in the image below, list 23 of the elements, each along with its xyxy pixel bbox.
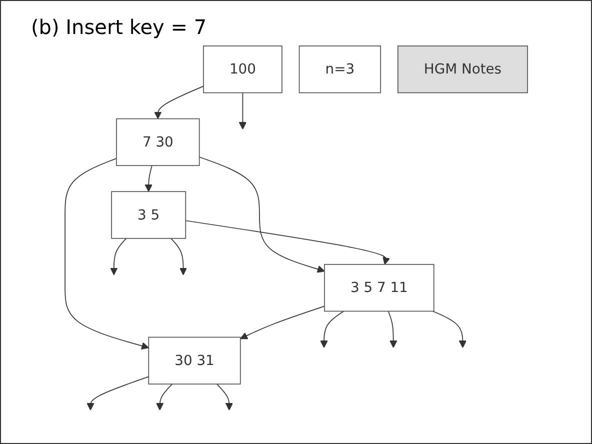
- node-box: 7 30: [116, 118, 200, 166]
- slide-title: (b) Insert key = 7: [31, 15, 208, 39]
- node-box: 100: [203, 46, 282, 94]
- arrow: [154, 86, 204, 120]
- arrow: [432, 310, 467, 348]
- arrow: [185, 220, 390, 265]
- arrow: [320, 310, 344, 348]
- arrow: [156, 384, 173, 410]
- arrow: [144, 165, 152, 192]
- arrow: [240, 306, 325, 340]
- node-box: HGM Notes: [397, 46, 528, 94]
- arrow: [198, 156, 325, 273]
- arrow: [86, 376, 150, 410]
- node-box: 3 5 7 11: [324, 264, 434, 312]
- arrow: [170, 238, 188, 276]
- node-box: 3 5: [111, 191, 186, 239]
- node-box: n=3: [298, 46, 381, 94]
- arrow: [238, 92, 247, 130]
- arrow: [388, 310, 398, 348]
- arrow: [216, 384, 233, 410]
- node-box: 30 31: [148, 336, 241, 384]
- arrow: [110, 238, 127, 276]
- arrow: [64, 158, 149, 350]
